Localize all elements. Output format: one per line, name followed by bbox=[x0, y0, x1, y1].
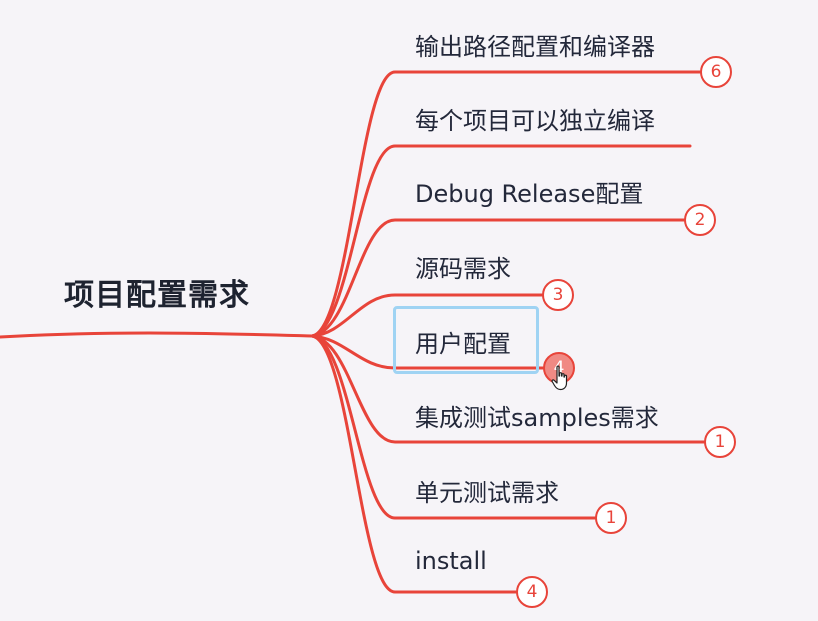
selection-box bbox=[393, 306, 539, 374]
collapse-count-badge-8[interactable]: 4 bbox=[516, 576, 548, 608]
branch-connector-7 bbox=[310, 334, 599, 520]
trunk-line bbox=[0, 331, 314, 339]
branch-connector-5 bbox=[310, 334, 547, 370]
collapse-count-badge-7[interactable]: 1 bbox=[595, 502, 627, 534]
branch-connector-6 bbox=[310, 334, 708, 444]
branch-connector-8 bbox=[310, 334, 520, 594]
collapse-count-badge-1[interactable]: 6 bbox=[700, 56, 732, 88]
branch-topic-3[interactable]: Debug Release配置 bbox=[415, 180, 644, 208]
branch-connector-1 bbox=[310, 70, 704, 338]
collapse-count-badge-4[interactable]: 3 bbox=[542, 279, 574, 311]
branch-topic-4[interactable]: 源码需求 bbox=[415, 255, 511, 283]
branch-topic-6[interactable]: 集成测试samples需求 bbox=[415, 404, 659, 432]
branch-topic-8[interactable]: install bbox=[415, 547, 487, 575]
collapse-count-badge-3[interactable]: 2 bbox=[684, 204, 716, 236]
branch-topic-5[interactable]: 用户配置 bbox=[415, 330, 511, 358]
collapse-count-badge-6[interactable]: 1 bbox=[704, 426, 736, 458]
branch-topic-1[interactable]: 输出路径配置和编译器 bbox=[415, 33, 655, 61]
hand-pointer-icon bbox=[551, 365, 568, 391]
branch-connector-2 bbox=[310, 144, 692, 338]
branch-topic-2[interactable]: 每个项目可以独立编译 bbox=[415, 107, 655, 135]
branch-connector-3 bbox=[310, 218, 688, 338]
branch-connector-4 bbox=[310, 293, 546, 338]
branch-topic-7[interactable]: 单元测试需求 bbox=[415, 479, 559, 507]
root-topic[interactable]: 项目配置需求 bbox=[64, 278, 250, 313]
